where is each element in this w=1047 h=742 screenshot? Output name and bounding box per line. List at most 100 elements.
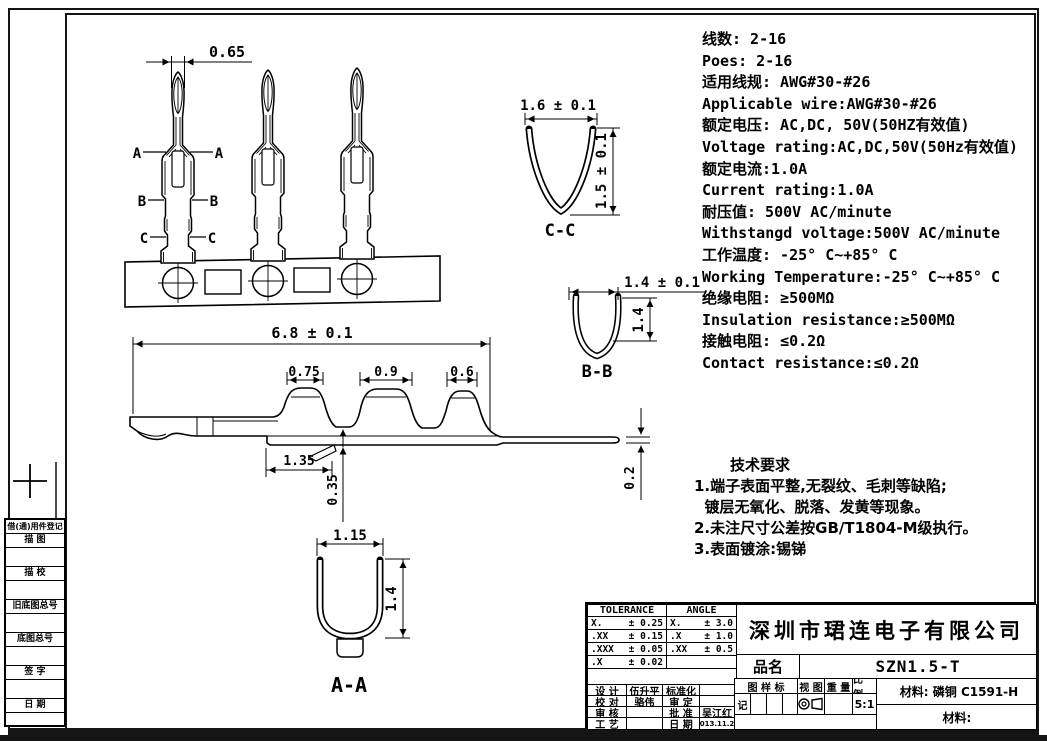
angle-row-empty [666, 655, 737, 669]
section-b-right: B [210, 194, 218, 210]
process-label: 工 艺 [587, 717, 627, 730]
stamp-cell [766, 693, 783, 715]
tol-val: ± 0.15 [628, 630, 663, 642]
angle-val: ± 0.5 [704, 643, 733, 655]
margin-blank [6, 713, 64, 725]
angle-val: ± 1.0 [704, 630, 733, 642]
dim-cc [524, 113, 620, 216]
margin-row-signature: 签 字 [6, 666, 64, 680]
process-value [626, 717, 663, 730]
margin-blank [6, 581, 64, 600]
spec-line: 线数: 2-16 [702, 30, 787, 48]
spec-line: 适用线规: AWG#30-#26 [702, 73, 871, 92]
stamp-cell [750, 693, 767, 715]
dim-aa [316, 538, 410, 639]
section-cc-drawing: 1.6 ± 0.1 1.5 ± 0.1 C-C [520, 98, 620, 241]
weight-value [824, 693, 853, 715]
centering-mark [13, 464, 47, 498]
angle-row: .XX ± 0.5 [666, 642, 737, 656]
margin-register-table: 借(通)用件登记 描 图 描 校 旧底图总号 底图总号 签 字 日 期 [4, 518, 66, 727]
section-b-left: B [138, 194, 146, 210]
dim-side-w1: 0.75 [288, 365, 319, 380]
section-cut-lines [143, 151, 213, 238]
angle-key: .XX [670, 643, 688, 655]
margin-row-old-master-no: 旧底图总号 [6, 600, 64, 614]
margin-row-date: 日 期 [6, 699, 64, 713]
margin-row-master-no: 底图总号 [6, 633, 64, 647]
tolerance-blank-row [587, 668, 737, 685]
stamp-cell [782, 693, 798, 715]
weight-label: 重 量 [824, 678, 853, 694]
margin-blank [6, 680, 64, 699]
spec-line: 耐压值: 500V AC/minute [702, 202, 892, 221]
material2-row: 材料: [876, 704, 1037, 730]
section-a-right: A [215, 146, 224, 162]
section-bb-label: B-B [582, 362, 613, 382]
dim-bb [568, 287, 706, 342]
angle-val: ± 3.0 [704, 617, 733, 629]
spec-line: 额定电流:1.0A [702, 159, 808, 178]
spec-line: 接触电阻: ≤0.2Ω [702, 332, 826, 351]
outer-border [8, 8, 1039, 736]
spec-line: Applicable wire:AWG#30-#26 [702, 94, 937, 113]
projection-symbol-icon [798, 697, 823, 711]
dim-aa-height: 1.4 [384, 586, 400, 611]
section-c-right: C [208, 231, 216, 247]
spec-line: Withstangd voltage:500V AC/minute [702, 224, 1001, 243]
dim-cc-height: 1.5 ± 0.1 [594, 133, 610, 209]
tolerance-row: .X± 0.02 [587, 655, 667, 669]
spec-line: Poes: 2-16 [702, 51, 793, 70]
spec-line: 绝缘电阻: ≥500MΩ [702, 289, 835, 308]
front-view-drawing: 0.65 A A B B C C [124, 43, 441, 308]
scale-value: 5:1 [852, 693, 877, 715]
tech-requirements: 技术要求 1.端子表面平整,无裂纹、毛刺等缺陷; 镀层无氧化、脱落、发黄等现象。… [694, 455, 1024, 560]
tolerance-row: X. ± 0.25 [587, 616, 667, 630]
date-value: 2013.11.27 [699, 717, 735, 730]
dim-side-overall: 6.8 ± 0.1 [271, 324, 352, 342]
tol-key: .XXX [591, 643, 614, 655]
side-view-drawing: 6.8 ± 0.1 0.75 0.9 0.6 1.35 0.35 0.2 [129, 324, 650, 522]
bottom-border-band [0, 735, 1047, 741]
spec-line: 额定电压: AC,DC, 50V(50HZ有效值) [702, 116, 970, 135]
tol-key: X. [591, 617, 603, 629]
view-label: 视 图 [797, 678, 825, 694]
angle-key: X. [670, 617, 682, 629]
margin-blank [6, 548, 64, 567]
carrier-strip-holes [158, 259, 377, 303]
dim-aa-width: 1.15 [333, 528, 367, 544]
spec-line: Working Temperature:-25° C~+85° C [702, 267, 1001, 286]
dim-pitch [146, 56, 252, 88]
material-value: 磷铜 C1591-H [932, 685, 1019, 699]
scale-label: 比 例 [852, 678, 877, 694]
section-cc-label: C-C [545, 221, 576, 241]
material2-label: 材料: [942, 710, 972, 725]
drawing-frame [65, 13, 1036, 730]
dim-side-offset: 0.35 [326, 474, 341, 505]
margin-blank [6, 647, 64, 666]
spec-line: 工作温度: -25° C~+85° C [702, 245, 898, 264]
tol-key: .XX [591, 630, 609, 642]
dim-pitch-text: 0.65 [209, 43, 245, 61]
margin-row-trace: 描 图 [6, 534, 64, 548]
dim-bb-height: 1.4 [631, 307, 647, 332]
tech-requirement-lines: 1.端子表面平整,无裂纹、毛刺等缺陷; 镀层无氧化、脱落、发黄等现象。2.未注尺… [694, 476, 1024, 560]
title-block: TOLERANCE ANGLE X.± 0.25 X.± 3.0 .XX± 0.… [585, 602, 1037, 730]
angle-key: .X [670, 630, 682, 642]
drawing-stamp-label2: 记 [734, 693, 751, 715]
section-a-left: A [133, 146, 142, 162]
spec-line: Insulation resistance:≥500MΩ [702, 310, 955, 329]
part-name: SZN1.5-T [799, 654, 1037, 679]
dim-side-w3: 0.6 [450, 365, 474, 380]
tolerance-row: .XX ± 0.15 [587, 629, 667, 643]
tol-val: ± 0.02 [628, 656, 663, 668]
tech-line: 3.表面镀涂:锡锑 [694, 540, 807, 558]
tech-line: 1.端子表面平整,无裂纹、毛刺等缺陷; [694, 477, 947, 495]
material-label: 材料: [899, 685, 929, 699]
tol-val: ± 0.25 [628, 617, 663, 629]
section-aa-drawing: 1.15 1.4 A-A [316, 528, 410, 697]
dim-side-front-len: 1.35 [283, 454, 314, 469]
material-row: 材料: 磷铜 C1591-H [876, 678, 1037, 705]
dim-cc-width: 1.6 ± 0.1 [520, 98, 596, 114]
